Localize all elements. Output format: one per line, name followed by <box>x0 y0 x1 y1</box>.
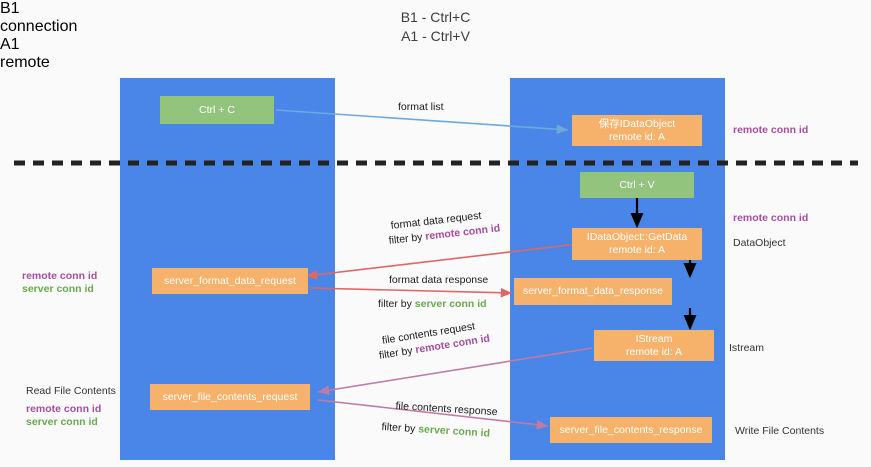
box-ctrl-c-label: Ctrl + C <box>199 103 235 116</box>
side-label-istream: Istream <box>729 342 765 354</box>
box-server-file-contents-request-label: server_file_contents_request <box>162 390 298 403</box>
box-server-file-contents-response[interactable]: server_file_contents_response <box>550 417 712 443</box>
column-header-a1-name: A1 <box>0 36 20 53</box>
side-label-remote-conn-id-middle: remote conn id <box>733 212 809 224</box>
side-label-remote-conn-id-top: remote conn id <box>733 124 809 136</box>
box-ctrl-c[interactable]: Ctrl + C <box>160 96 274 124</box>
box-server-format-data-request[interactable]: server_format_data_request <box>152 268 308 294</box>
box-istream-line-1: IStream <box>635 332 673 345</box>
side-label-dataobject: DataObject <box>733 237 786 249</box>
filter-prefix-1: filter by <box>388 230 427 247</box>
box-save-idataobject[interactable]: 保存IDataObject remote id: A <box>572 115 702 146</box>
arrow-label-file-contents-response: file contents response <box>395 399 498 419</box>
box-ctrl-v[interactable]: Ctrl + V <box>580 172 694 198</box>
page-title-line-2: A1 - Ctrl+V <box>401 28 470 44</box>
column-header-a1: A1 remote <box>0 36 871 72</box>
box-idataobject-getdata[interactable]: IDataObject::GetData remote id: A <box>572 228 702 260</box>
arrow-label-format-data-response-filter: filter by server conn id <box>378 297 487 311</box>
filter-value-server-conn-id-1: server conn id <box>414 298 487 310</box>
box-server-format-data-request-label: server_format_data_request <box>164 274 296 287</box>
box-istream-line-2: remote id: A <box>625 345 683 358</box>
box-istream[interactable]: IStream remote id: A <box>594 330 714 361</box>
box-ctrl-v-label: Ctrl + V <box>619 178 655 191</box>
page-title: B1 - Ctrl+C A1 - Ctrl+V <box>0 8 871 46</box>
column-header-b1-role: connection <box>0 18 78 35</box>
column-header-b1: B1 connection <box>0 0 871 36</box>
arrow-label-format-list: format list <box>398 101 444 113</box>
column-header-b1-name: B1 <box>0 0 20 17</box>
box-idataobject-getdata-line-1: IDataObject::GetData <box>586 231 688 243</box>
box-save-idataobject-line-1: 保存IDataObject <box>598 117 676 130</box>
box-server-format-data-response-label: server_format_data_response <box>522 285 664 297</box>
box-server-file-contents-request[interactable]: server_file_contents_request <box>150 384 310 410</box>
box-idataobject-getdata-line-2: remote id: A <box>608 244 666 256</box>
side-label-left-remote-conn-id-2: remote conn id <box>26 403 102 415</box>
side-label-left-remote-conn-id: remote conn id <box>22 270 98 282</box>
arrow-label-format-data-response: format data response <box>389 274 489 286</box>
box-save-idataobject-line-2: remote id: A <box>608 130 666 143</box>
side-label-left-server-conn-id-2: server conn id <box>26 416 98 428</box>
page-title-line-1: B1 - Ctrl+C <box>400 9 471 25</box>
filter-prefix-4: filter by <box>381 420 419 436</box>
filter-value-server-conn-id-2: server conn id <box>417 423 491 440</box>
box-server-format-data-response[interactable]: server_format_data_response <box>514 278 672 305</box>
side-label-read-file-contents: Read File Contents <box>26 385 116 397</box>
filter-prefix-2: filter by <box>378 298 415 310</box>
column-header-a1-role: remote <box>0 54 50 71</box>
side-label-left-server-conn-id: server conn id <box>22 283 94 295</box>
side-label-write-file-contents: Write File Contents <box>735 425 825 437</box>
arrow-label-file-contents-response-filter: filter by server conn id <box>381 420 490 441</box>
box-server-file-contents-response-label: server_file_contents_response <box>559 423 703 436</box>
